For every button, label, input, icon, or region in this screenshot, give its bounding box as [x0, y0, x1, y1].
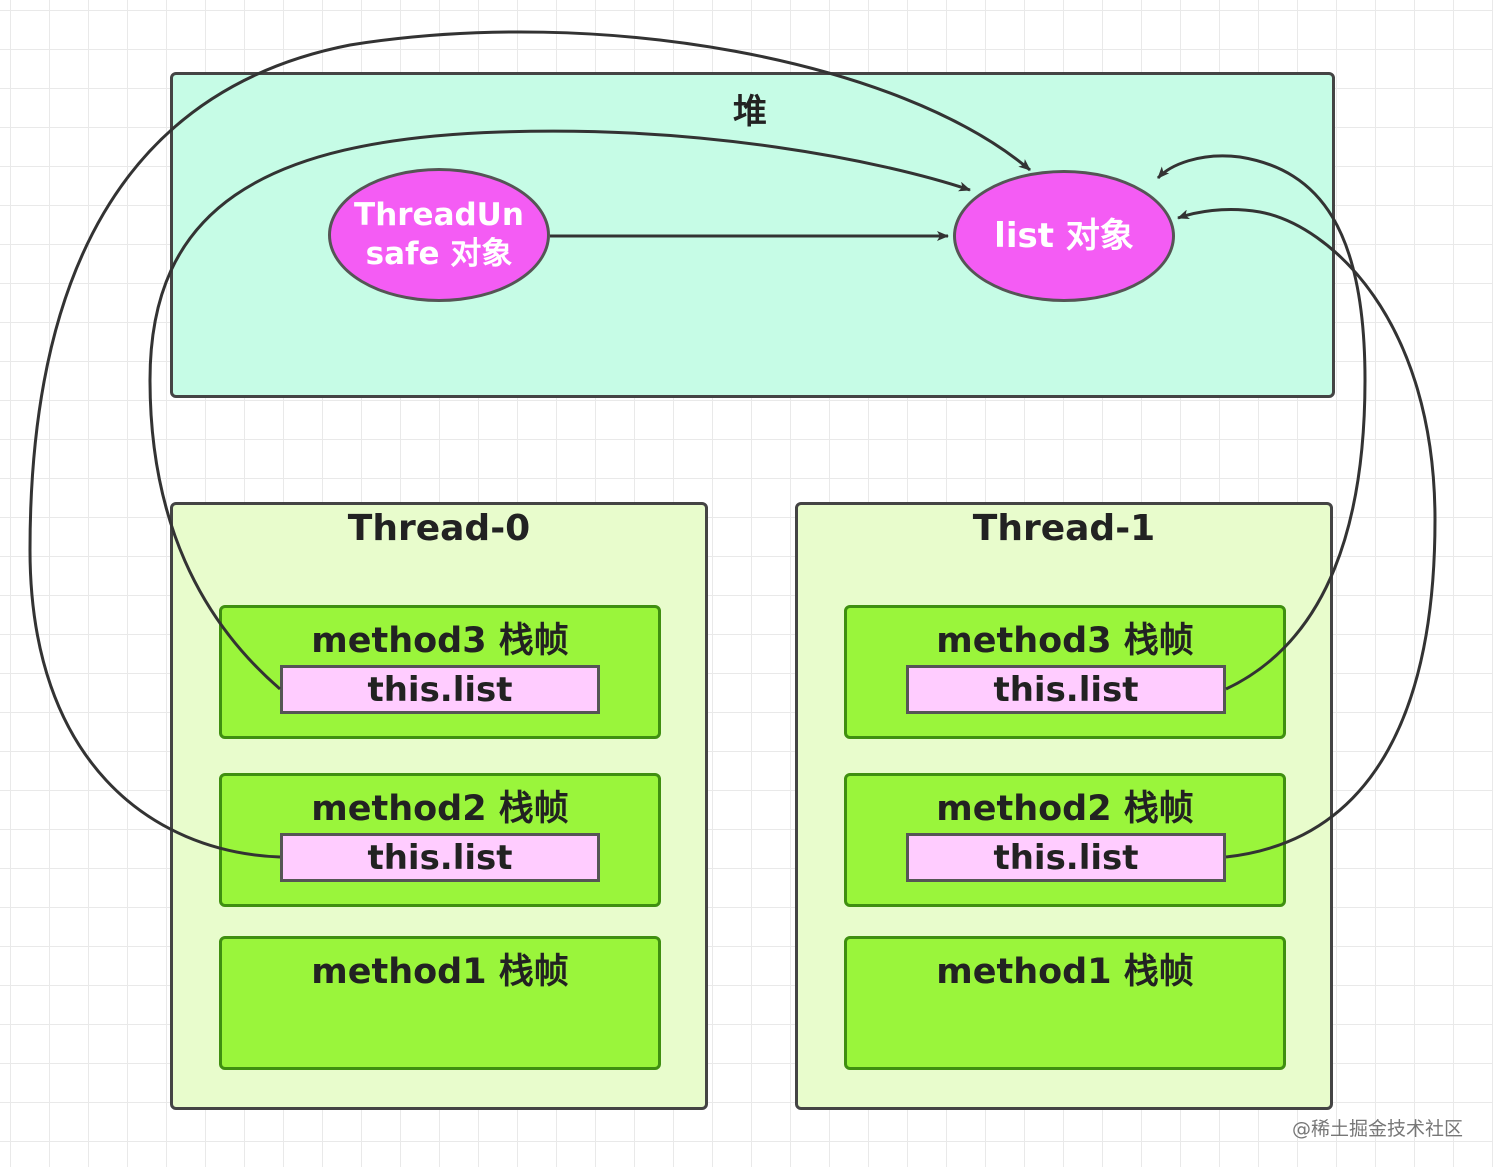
- thread-1-method2-this-list: this.list: [906, 833, 1226, 882]
- frame-title: method2 栈帧: [311, 789, 569, 829]
- frame-title: method1 栈帧: [936, 952, 1194, 992]
- list-object-label: list 对象: [994, 215, 1134, 256]
- thread-0-title: Thread-0: [347, 508, 531, 549]
- frame-title: method2 栈帧: [936, 789, 1194, 829]
- frame-title: method3 栈帧: [311, 621, 569, 661]
- thread-0-method1-frame: method1 栈帧: [219, 936, 661, 1070]
- thread-1-title: Thread-1: [972, 508, 1156, 549]
- thread-0-method2-this-list: this.list: [280, 833, 600, 882]
- heap-title: 堆: [733, 92, 767, 132]
- watermark: @稀土掘金技术社区: [1291, 1118, 1463, 1140]
- threadunsafe-object: ThreadUn safe 对象: [328, 168, 550, 302]
- frame-title: method3 栈帧: [936, 621, 1194, 661]
- frame-title: method1 栈帧: [311, 952, 569, 992]
- threadunsafe-object-label-line1: ThreadUn: [354, 197, 524, 234]
- list-object: list 对象: [953, 170, 1175, 302]
- thread-0-method3-this-list: this.list: [280, 665, 600, 714]
- thread-1-method1-frame: method1 栈帧: [844, 936, 1286, 1070]
- threadunsafe-object-label-line2: safe 对象: [365, 236, 513, 272]
- thread-1-method3-this-list: this.list: [906, 665, 1226, 714]
